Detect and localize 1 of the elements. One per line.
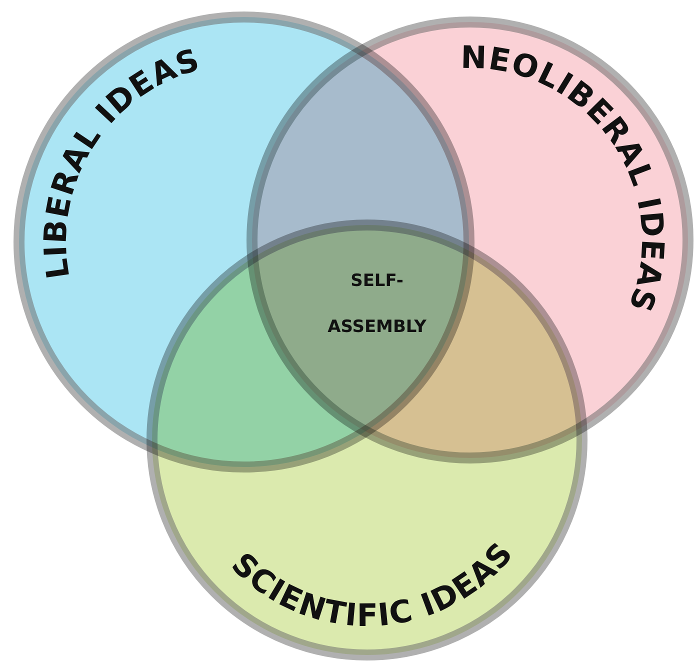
overlap-label: SELF- ASSEMBLY [326, 270, 428, 339]
